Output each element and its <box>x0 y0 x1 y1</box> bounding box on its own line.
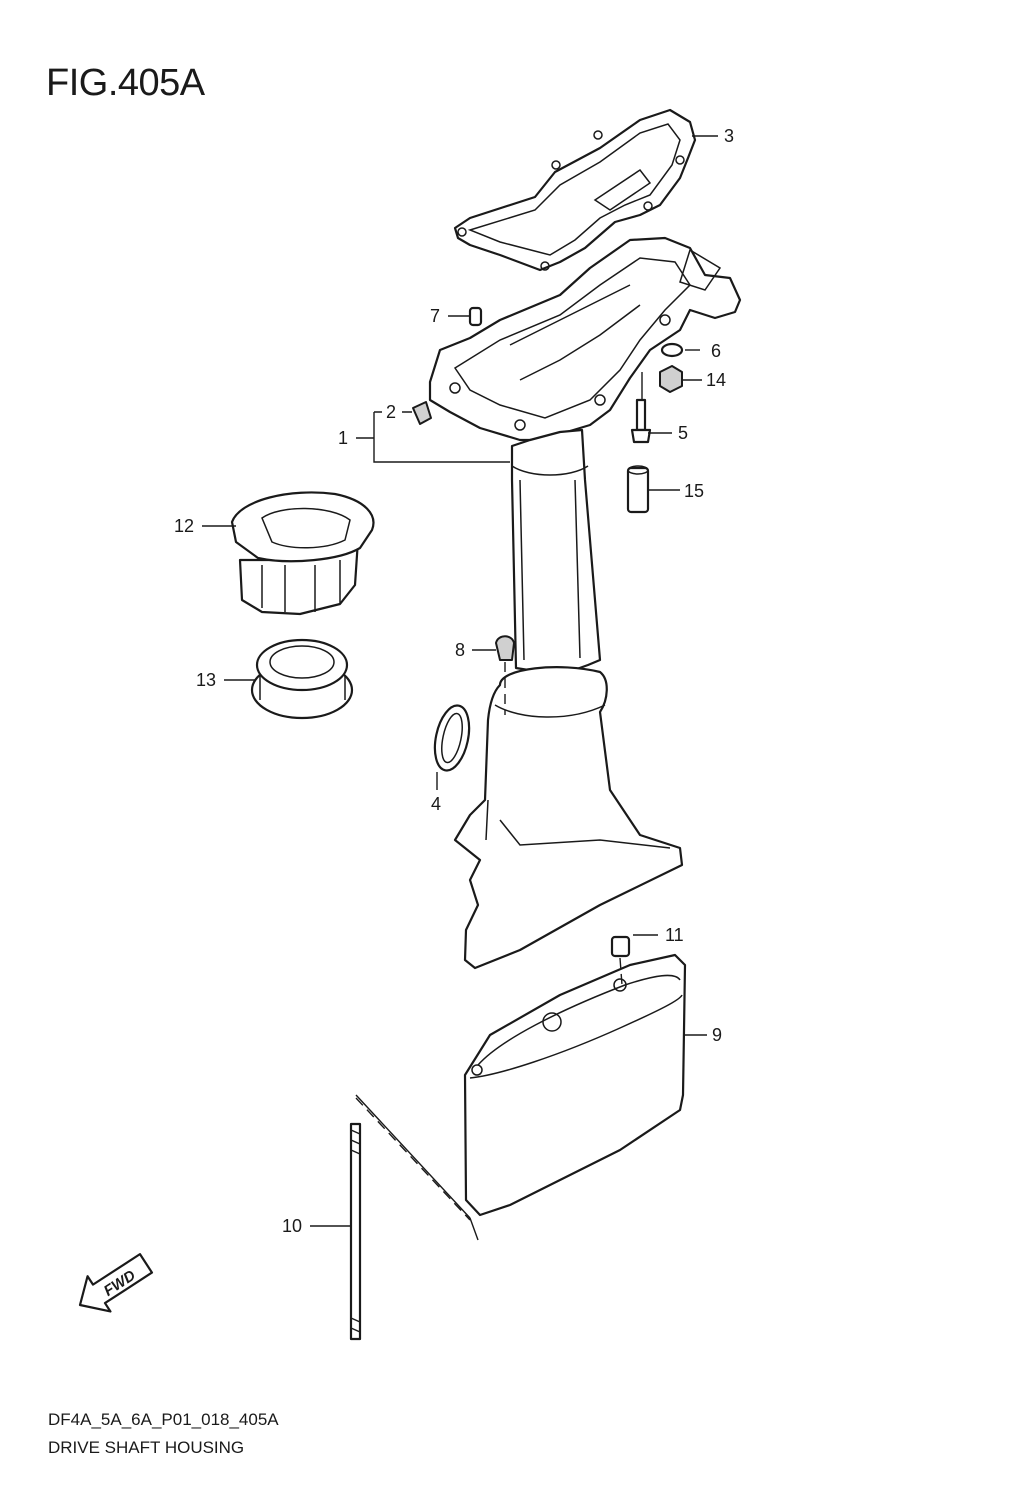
part-1-upper-mount[interactable] <box>428 236 742 442</box>
callout-5: 5 <box>678 423 688 443</box>
callout-11: 11 <box>665 925 684 945</box>
callout-10: 10 <box>282 1216 302 1236</box>
figure-name: DRIVE SHAFT HOUSING <box>48 1438 245 1457</box>
callout-8: 8 <box>455 640 465 660</box>
part-13-seal-ring[interactable] <box>250 638 354 720</box>
figure-title: FIG.405A <box>46 62 205 104</box>
part-11-collar[interactable] <box>610 935 631 958</box>
part-12-mount-cup[interactable] <box>230 491 375 616</box>
part-4-ring[interactable] <box>429 702 474 773</box>
callout-6: 6 <box>711 341 721 361</box>
part-5-bolt[interactable] <box>630 398 652 444</box>
callout-2: 2 <box>386 402 396 422</box>
callout-12: 12 <box>174 516 194 536</box>
figure-code: DF4A_5A_6A_P01_018_405A <box>48 1410 279 1429</box>
callout-1: 1 <box>338 428 348 448</box>
part-1-drive-shaft-housing[interactable] <box>453 428 684 970</box>
callout-3: 3 <box>724 126 734 146</box>
part-6-washer[interactable] <box>660 342 684 358</box>
callout-4: 4 <box>431 794 441 814</box>
forward-arrow-icon: FWD <box>78 1253 154 1313</box>
callout-14: 14 <box>706 370 726 390</box>
part-14-nut[interactable] <box>659 365 683 393</box>
part-10-stud[interactable] <box>349 1122 362 1341</box>
part-15-sleeve[interactable] <box>626 465 650 514</box>
callout-15: 15 <box>684 481 704 501</box>
part-7-pin[interactable] <box>468 306 483 327</box>
callout-7: 7 <box>430 306 440 326</box>
callout-9: 9 <box>712 1025 722 1045</box>
callout-13: 13 <box>196 670 216 690</box>
part-9-lower-cover[interactable] <box>463 953 687 1217</box>
part-2-plug[interactable] <box>412 401 432 425</box>
part-8-grommet[interactable] <box>495 635 515 661</box>
part-3-gasket[interactable] <box>453 108 697 272</box>
